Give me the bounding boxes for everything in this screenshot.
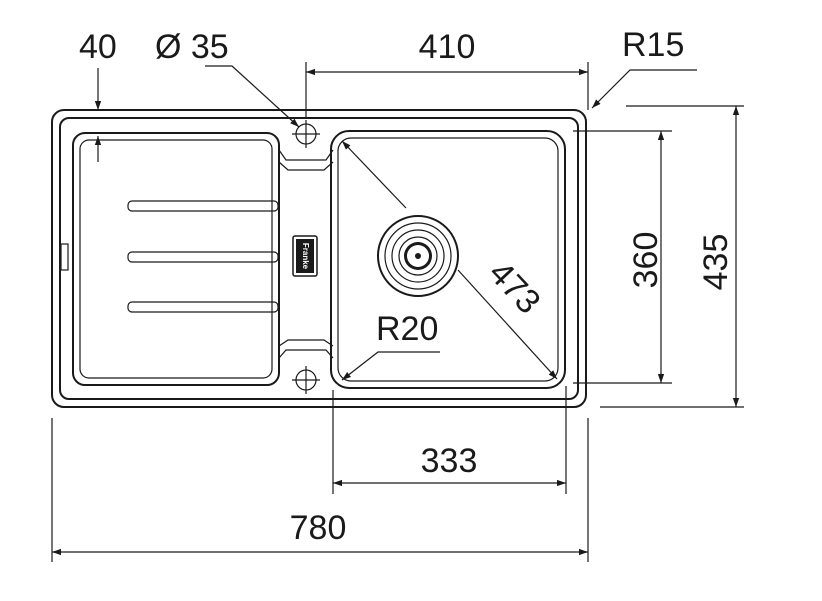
sink-body [51,109,587,408]
svg-text:473: 473 [481,254,547,321]
dimension-overall-width: 780 [51,418,589,562]
bowl-outline-inner [337,137,559,382]
dimension-drainer-offset: 40 [79,28,117,162]
svg-text:Ø 35: Ø 35 [155,28,229,66]
drainer-rib [127,301,279,313]
drainer-outline-inner [79,139,273,379]
sink-outer-rim [51,109,587,408]
bowl-outline [330,130,566,389]
svg-text:333: 333 [421,442,478,480]
svg-text:40: 40 [79,28,117,66]
dimension-overall-depth: 435 [600,105,744,408]
franke-logo-plate: Franke [292,235,318,277]
drainer-rib [127,251,279,263]
drainer-rib [127,200,279,212]
svg-text:435: 435 [697,234,735,291]
svg-text:360: 360 [627,232,665,289]
svg-text:R20: R20 [376,310,438,348]
drainer-area [72,132,280,386]
dimension-bowl-corner-radius: R20 [341,310,440,381]
dimension-bowl-diagonal: 473 [341,140,558,380]
svg-text:410: 410 [419,28,476,66]
dimension-bowl-width: 410 [305,28,589,118]
sink-inner-rim [59,117,579,400]
tap-hole-top [292,120,320,148]
svg-text:R15: R15 [622,26,684,64]
franke-logo: Franke [301,243,310,270]
drain-strainer [377,215,459,297]
bowl [330,130,566,389]
dimension-bowl-inner-width: 333 [332,386,567,494]
svg-text:780: 780 [290,509,347,547]
tap-hole-bottom [292,366,320,394]
dimension-corner-radius: R15 [591,26,697,109]
dimension-tap-hole-diameter: Ø 35 [155,28,300,128]
overflow-slot [60,243,69,271]
center-divider: Franke [278,149,334,359]
drainer-outline [72,132,280,386]
dimension-bowl-depth: 360 [573,130,672,384]
